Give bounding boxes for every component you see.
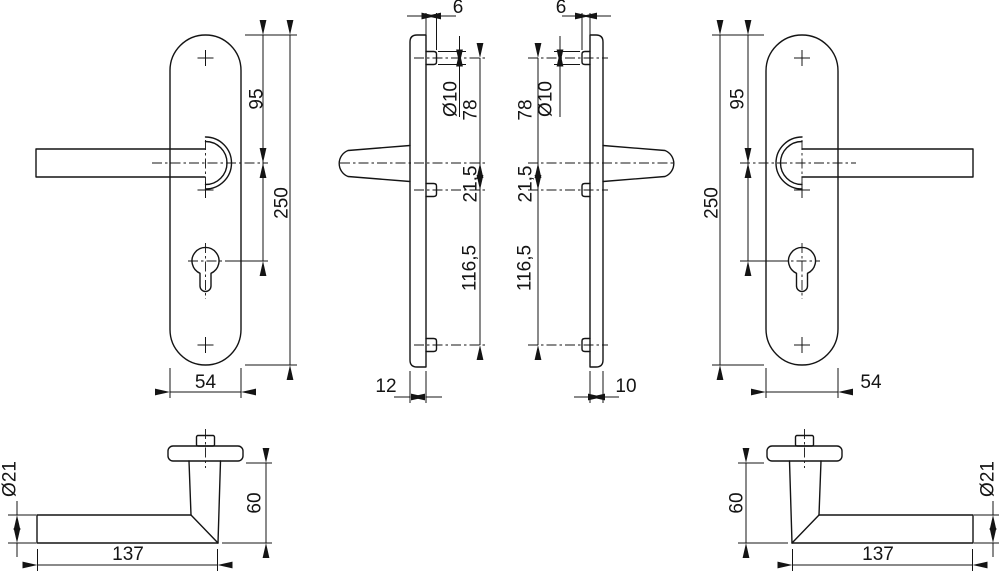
backplate-outline: [169, 34, 242, 366]
front-view-inside: 95 250 54: [702, 20, 974, 398]
dim-label-6: 6: [556, 0, 567, 18]
handle-miter-line: [791, 514, 820, 544]
dim-label-78: 78: [516, 99, 537, 120]
handle-neck-edge: [788, 460, 793, 544]
side-view-outside: 6 Ø10 78 21,5 116,5 12: [338, 0, 486, 403]
lever-grip-profile: [791, 514, 974, 544]
side-view-inside: 6 Ø10 78 21,5 116,5 10: [515, 0, 675, 403]
dim-label-6: 6: [453, 0, 464, 18]
dim-label-60: 60: [727, 492, 748, 513]
lever-grip: [35, 148, 206, 178]
dim-label-60: 60: [245, 492, 266, 513]
screw-cross-mark: [794, 50, 810, 66]
dim-label-95: 95: [728, 88, 749, 109]
screw-boss: [581, 50, 591, 66]
screw-cross-mark: [197, 337, 214, 353]
dim-label-d21: Ø21: [0, 461, 21, 497]
handle-rose-outer-arc: [775, 136, 803, 190]
lever-grip: [801, 148, 974, 178]
euro-cylinder-hole: [787, 246, 817, 293]
dim-label-250: 250: [272, 187, 293, 219]
lever-side-view-right: Ø21 137 60: [727, 429, 999, 571]
screw-boss: [581, 182, 591, 198]
euro-cylinder-hole: [191, 246, 220, 293]
handle-stub-profile: [602, 144, 675, 183]
handle-stub-profile: [338, 144, 411, 183]
front-view-outside: 95 250 54: [35, 20, 297, 398]
handle-neck-edge: [818, 460, 822, 516]
dim-label-21-5: 21,5: [461, 166, 482, 203]
dim-label-54: 54: [195, 372, 217, 393]
dim-label-d10: Ø10: [441, 81, 462, 117]
backplate-outline: [765, 34, 839, 366]
dim-label-250: 250: [702, 187, 723, 219]
handle-miter-line: [190, 514, 219, 544]
handle-neck-edge: [217, 460, 222, 544]
dim-label-d21: Ø21: [978, 461, 999, 497]
screw-boss: [581, 337, 591, 353]
dim-label-21-5: 21,5: [516, 166, 537, 203]
lever-side-view-left: Ø21 137 60: [0, 429, 272, 571]
dim-label-10: 10: [615, 376, 636, 397]
dim-label-78: 78: [461, 99, 482, 120]
dim-label-137: 137: [862, 544, 894, 565]
dim-label-d10: Ø10: [536, 81, 557, 117]
dim-label-54: 54: [860, 372, 882, 393]
dim-label-95: 95: [247, 88, 268, 109]
dim-label-137: 137: [112, 544, 144, 565]
dim-label-12: 12: [375, 376, 396, 397]
handle-neck-edge: [188, 460, 192, 516]
lever-grip-profile: [36, 514, 219, 544]
backplate-profile: [409, 34, 427, 368]
screw-cross-mark: [794, 337, 810, 353]
screw-cross-mark: [197, 50, 214, 66]
dim-label-116-5: 116,5: [515, 245, 536, 291]
backplate-profile: [589, 34, 604, 368]
dim-label-116-5: 116,5: [460, 245, 481, 291]
